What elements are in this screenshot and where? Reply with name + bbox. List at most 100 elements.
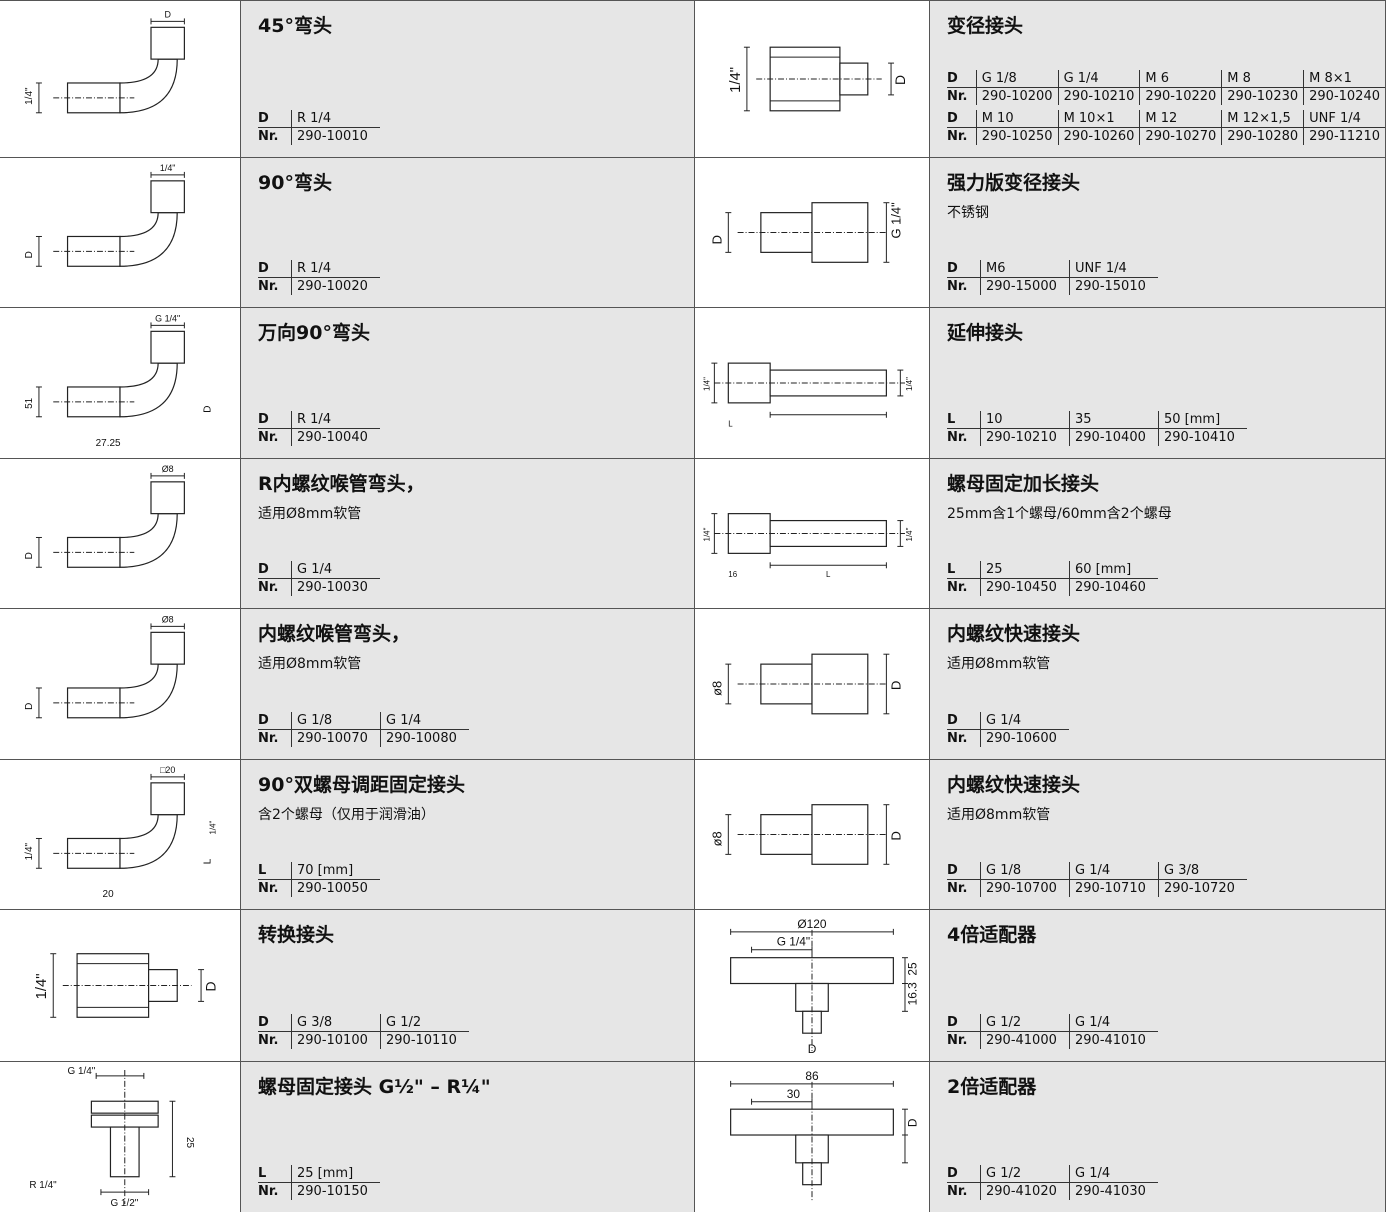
spec-row-number: Nr.290-10040 (258, 428, 380, 446)
part-number: 290-10230 (1221, 87, 1304, 105)
drawing-label: D (888, 681, 903, 690)
spec-label: Nr. (947, 430, 968, 445)
spec-label: Nr. (947, 580, 968, 595)
part-number: 290-10110 (380, 1031, 469, 1049)
spec-value: G 1/4 (291, 561, 380, 579)
spec-label: Nr. (258, 731, 279, 746)
product-title: 变径接头 (947, 15, 1024, 37)
drawing-label: Ø120 (797, 917, 827, 931)
product-title: 内螺纹快速接头 (947, 623, 1081, 645)
fitting-drawing-svg: 1/4"D (34, 953, 218, 1018)
spec-row-number: Nr.290-10020 (258, 277, 380, 295)
part-number: 290-10710 (1069, 879, 1159, 897)
drawing-label: 25 (906, 962, 920, 976)
spec-label: D (258, 1014, 292, 1032)
spec-label: D (947, 260, 981, 278)
product-title: 螺母固定加长接头 (947, 473, 1100, 495)
drawing-label: 1/4" (34, 973, 50, 999)
drawing-label: 16.3 (906, 982, 920, 1006)
part-number: 290-10600 (980, 729, 1069, 747)
part-number: 290-10010 (291, 127, 380, 145)
spec-value: 70 [mm] (291, 862, 380, 880)
drawing-label: L (728, 420, 733, 429)
spec-value: R 1/4 (291, 110, 380, 128)
drawing-label: 1/4" (24, 87, 35, 105)
spec-row-number: Nr.290-10600 (947, 729, 1069, 747)
spec-label: Nr. (258, 129, 279, 144)
spec-value: M 8×1 (1303, 70, 1385, 88)
spec-value: M 6 (1139, 70, 1222, 88)
product-title: 转换接头 (258, 924, 335, 946)
spec-label: D (258, 260, 292, 278)
part-number: 290-10150 (291, 1182, 380, 1200)
product-subtitle: 含2个螺母（仅用于润滑油） (258, 807, 435, 823)
product-title: 90°弯头 (258, 172, 332, 194)
fitting-drawing-svg: 1/4"D (728, 46, 908, 112)
product-title: 延伸接头 (947, 322, 1024, 344)
product-title: 90°双螺母调距固定接头 (258, 774, 465, 796)
spec-value: G 1/4 (380, 712, 469, 730)
spec-value: R 1/4 (291, 411, 380, 429)
drawing-label: G 1/4" (888, 202, 903, 239)
spec-row-number: Nr.290-10030 (258, 578, 380, 596)
product-title: 4倍适配器 (947, 924, 1037, 946)
spec-label: Nr. (947, 279, 968, 294)
spec-label: Nr. (258, 430, 279, 445)
product-subtitle: 适用Ø8mm软管 (258, 656, 362, 672)
drawing-label: □20 (160, 765, 175, 775)
product-subtitle: 适用Ø8mm软管 (258, 506, 362, 522)
drawing-label: D (24, 251, 35, 258)
part-number: 290-15010 (1069, 277, 1158, 295)
part-number: 290-41000 (980, 1031, 1070, 1049)
product-drawing: 1/4"D (0, 910, 240, 1061)
part-number: 290-10450 (980, 578, 1070, 596)
spec-value: G 1/4 (1069, 1014, 1158, 1032)
part-number: 290-15000 (980, 277, 1070, 295)
drawing-label: 20 (103, 889, 115, 900)
drawing-label: D (888, 831, 903, 840)
part-number: 290-10080 (380, 729, 469, 747)
part-number: 290-10030 (291, 578, 380, 596)
spec-label: D (947, 712, 981, 730)
spec-value: 25 [mm] (291, 1165, 380, 1183)
fitting-drawing-svg: DØ8 (24, 614, 185, 719)
spec-row-number: Nr.290-10050 (258, 879, 380, 897)
drawing-label: 1/4" (728, 67, 744, 93)
spec-value: R 1/4 (291, 260, 380, 278)
product-subtitle: 适用Ø8mm软管 (947, 656, 1051, 672)
